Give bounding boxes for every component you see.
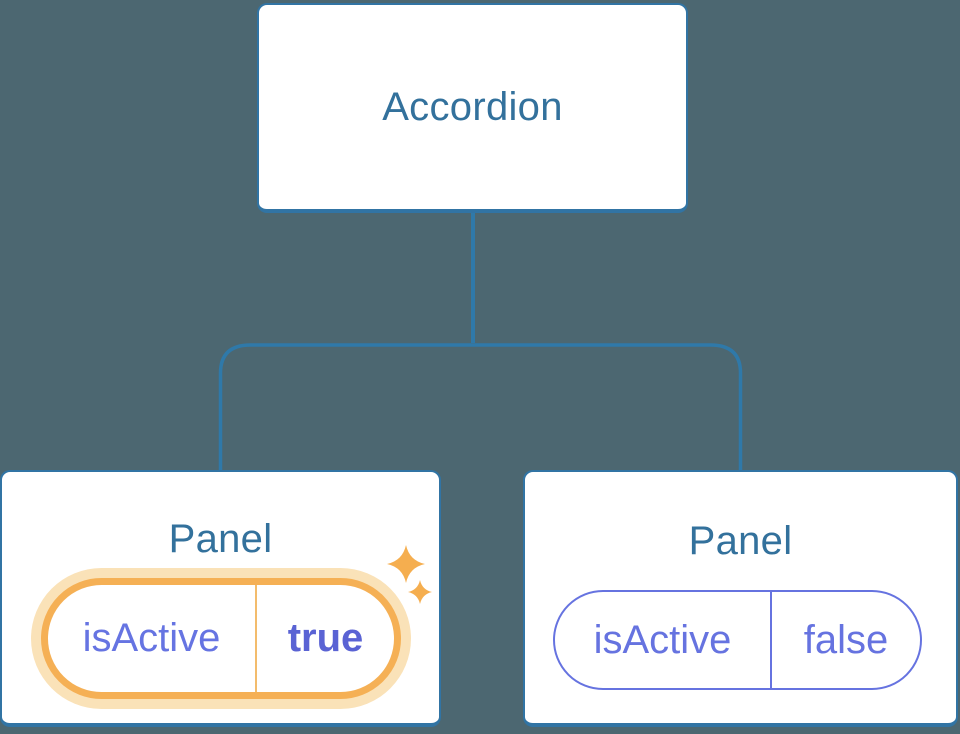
prop-name: isActive bbox=[82, 616, 221, 660]
pill-divider bbox=[770, 592, 772, 688]
prop-name: isActive bbox=[593, 617, 732, 662]
pill-divider bbox=[255, 585, 257, 692]
accordion-label: Accordion bbox=[382, 84, 563, 129]
panel-label: Panel bbox=[688, 519, 793, 563]
sparkles-icon bbox=[387, 545, 432, 604]
panel-node-active: Panel isActive true bbox=[0, 470, 441, 727]
prop-value: true bbox=[287, 616, 364, 660]
prop-pill-active: isActive true bbox=[41, 578, 401, 699]
accordion-node: Accordion bbox=[257, 3, 688, 213]
panel-node-inactive: Panel isActive false bbox=[523, 470, 958, 727]
prop-value: false bbox=[803, 617, 889, 662]
panel-label: Panel bbox=[168, 517, 273, 561]
prop-pill-inactive: isActive false bbox=[553, 590, 922, 690]
